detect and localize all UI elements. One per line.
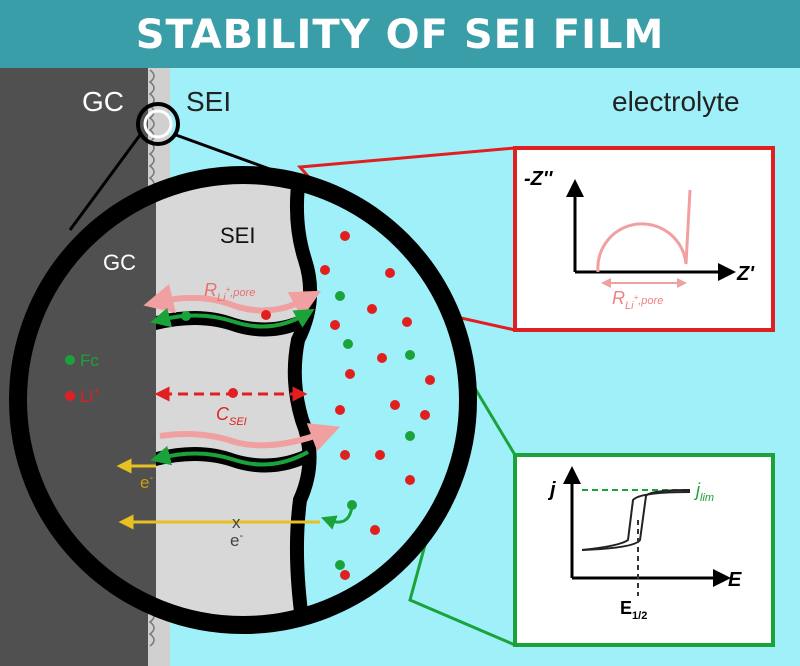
impedance-plot-frame: [513, 146, 775, 332]
pore-top-li-dot: [261, 310, 271, 320]
li-ion-dots: [320, 231, 435, 580]
c-sei-dot: [228, 388, 238, 398]
voltammetry-x-label: E: [728, 569, 742, 591]
zoom-line-left: [68, 134, 142, 231]
sei-label-outer: SEI: [186, 86, 231, 117]
zoom-circle-ring: [9, 166, 477, 634]
impedance-y-label: -Z'': [524, 168, 554, 190]
voltammetry-jlim-label: jlim: [693, 480, 714, 504]
impedance-x-label: Z': [736, 263, 755, 285]
legend-li-label: Li+: [80, 386, 100, 406]
r-pore-label: RLi+,pore: [204, 280, 255, 304]
voltammetry-curve-forward: [581, 491, 691, 551]
pore-top-fc-dot: [181, 311, 191, 321]
electron-label-2: e-: [230, 530, 243, 550]
sei-label-inner: SEI: [220, 223, 255, 248]
legend-li-dot: [65, 391, 75, 401]
electron-label-1: e-: [140, 472, 153, 492]
legend-fc-label: Fc: [80, 351, 99, 370]
watermark-text: 能源学人: [700, 621, 768, 640]
pore-bottom-li-arrow: [159, 423, 341, 452]
pore-top-li-arrow: [143, 283, 322, 319]
electrolyte-label: electrolyte: [612, 86, 740, 117]
legend-fc-dot: [65, 355, 75, 365]
zoom-source-circle-inner: [143, 109, 173, 139]
voltammetry-y-label: j: [547, 479, 556, 501]
impedance-r-label: RLi+,pore: [612, 288, 663, 312]
voltammetry-e-half-label: E1/2: [620, 598, 647, 622]
title-bar: STABILITY OF SEI FILM: [0, 0, 800, 68]
zoom-source-circle: [136, 102, 180, 146]
voltammetry-plot-frame: [513, 453, 775, 647]
c-sei-label: CSEI: [216, 404, 247, 428]
watermark-icon: [679, 621, 697, 639]
sei-diagram: GC SEI electrolyte: [0, 68, 800, 666]
voltammetry-curve-reverse: [581, 489, 691, 551]
page-title: STABILITY OF SEI FILM: [135, 12, 665, 58]
fc-reaction-arrow: [320, 504, 354, 530]
pore-bottom-fc-arrow: [150, 445, 309, 467]
gc-label-inner: GC: [103, 250, 136, 275]
blocked-mark: x: [232, 513, 241, 532]
gc-label-outer: GC: [82, 86, 124, 117]
impedance-semicircle: [596, 189, 692, 273]
